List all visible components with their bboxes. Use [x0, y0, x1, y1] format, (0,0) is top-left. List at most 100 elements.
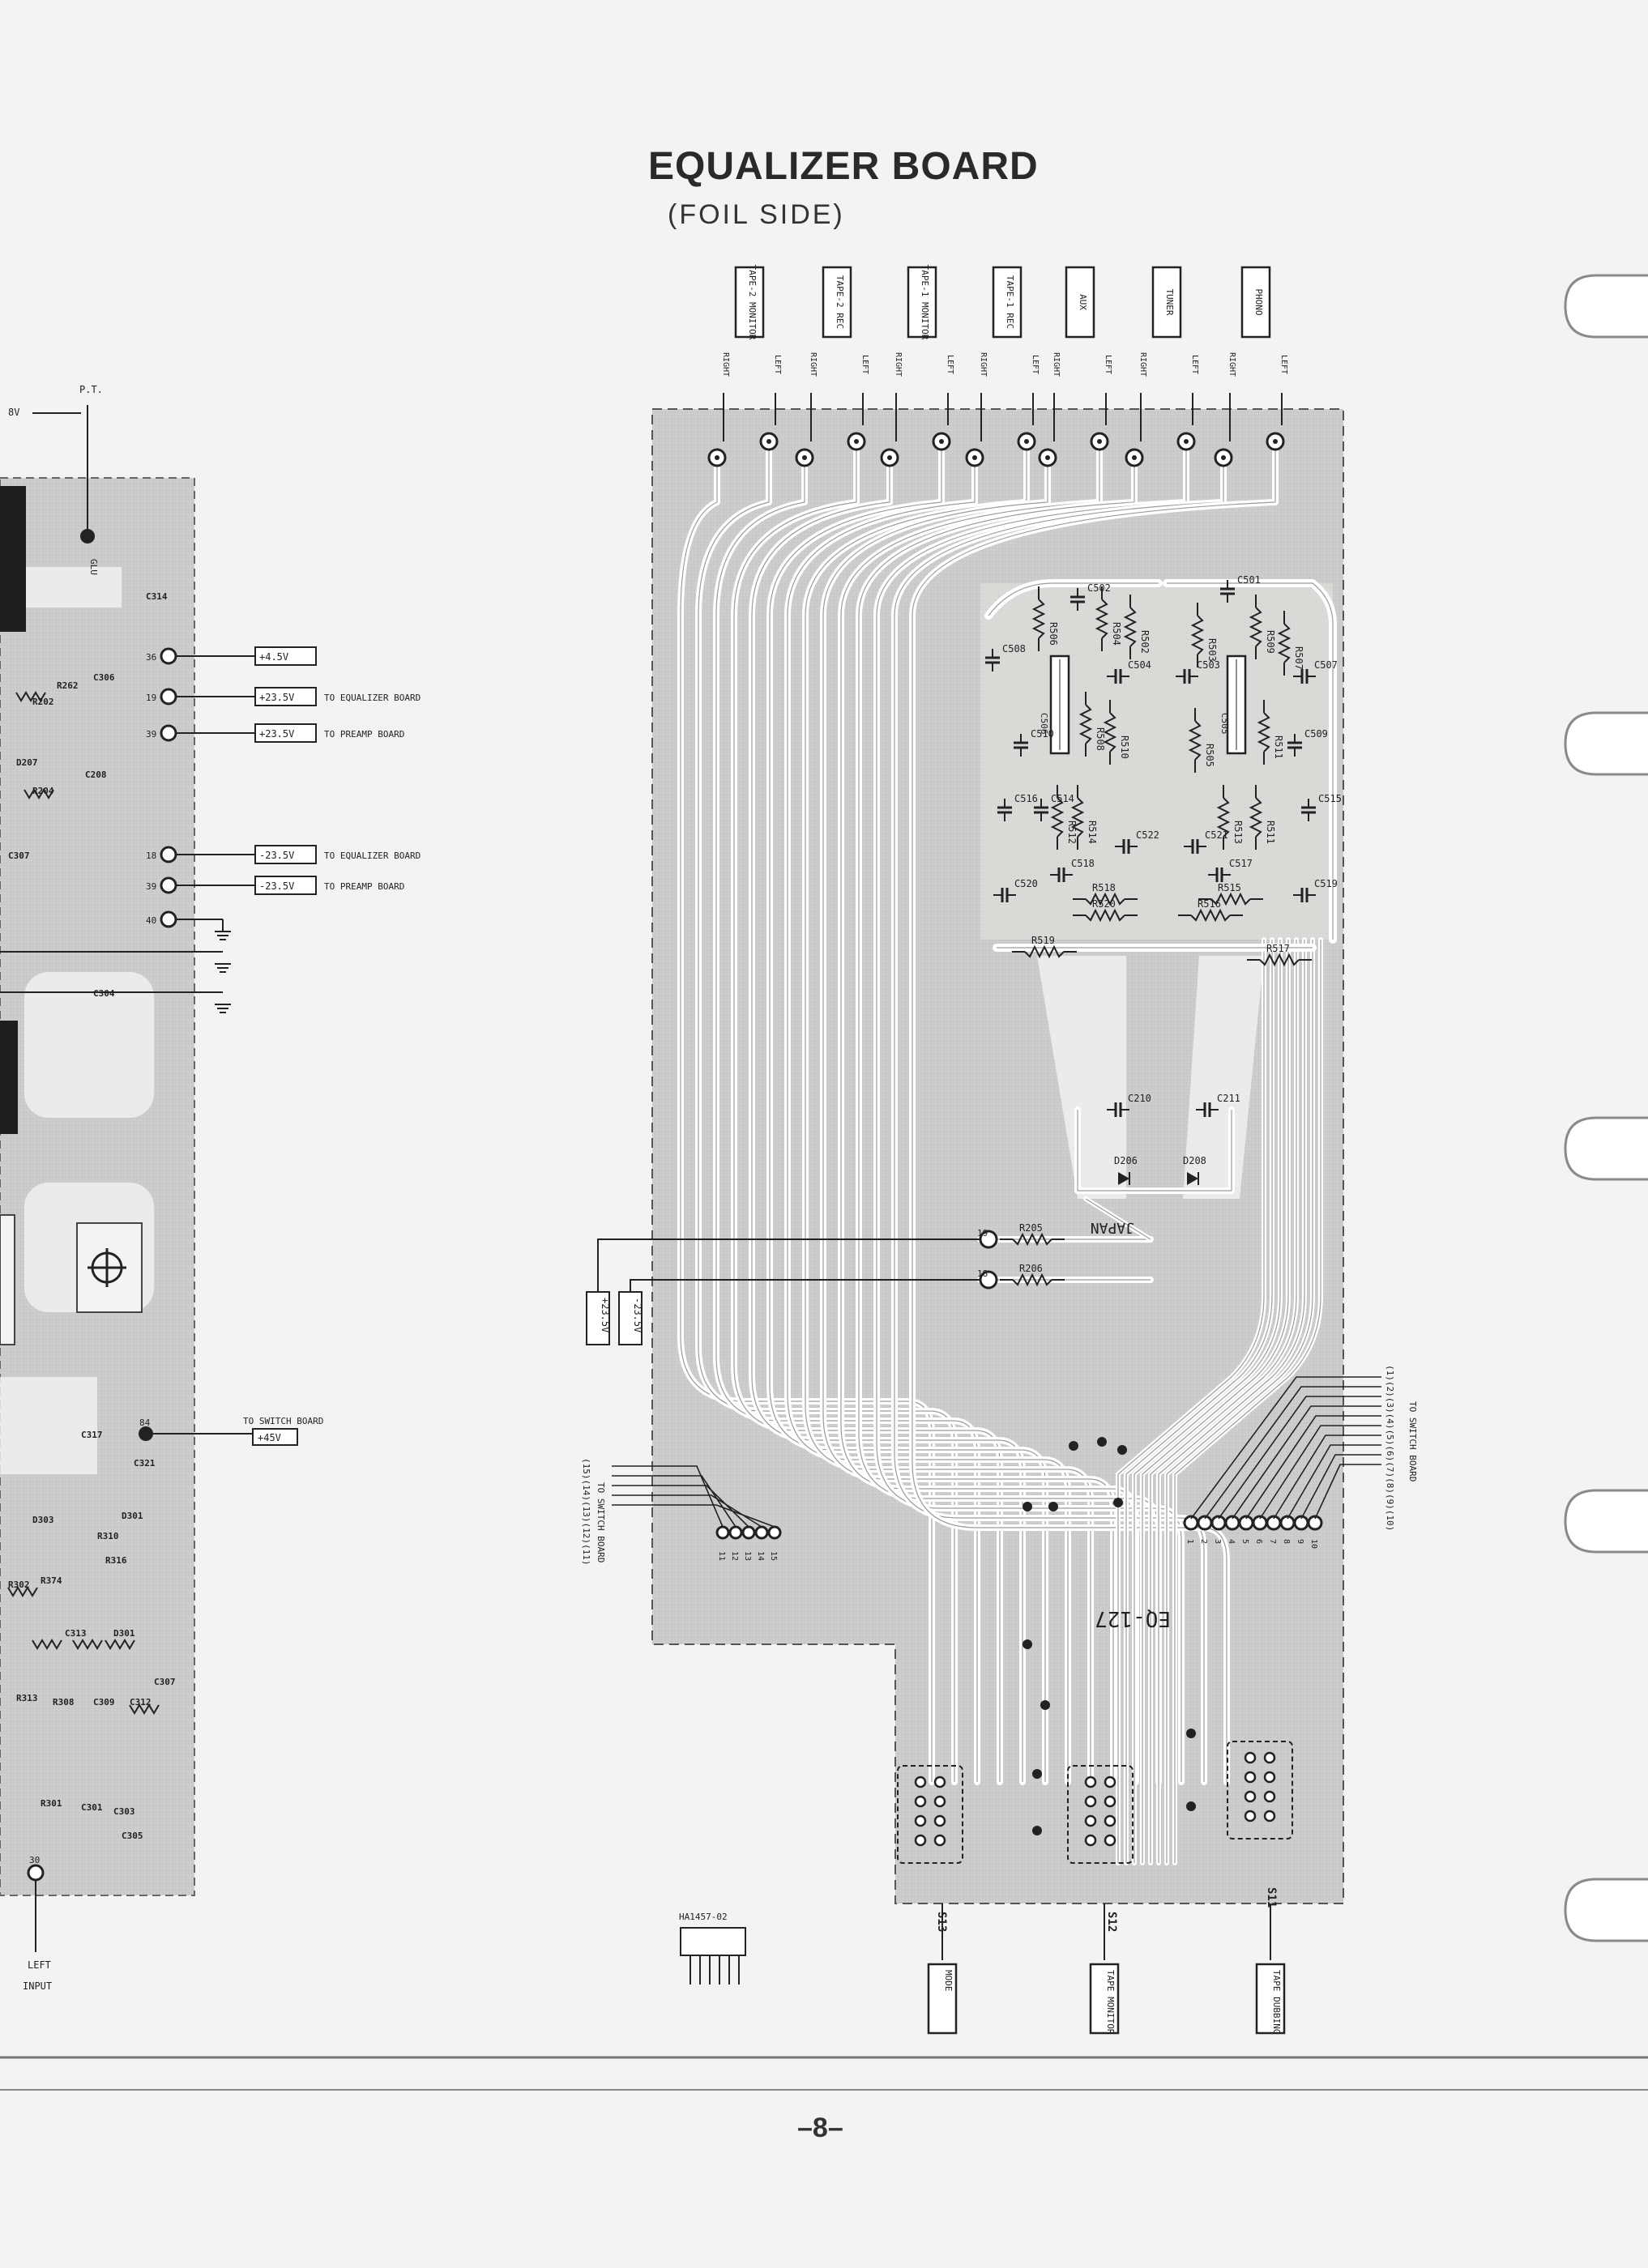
resistor-symbol: [1095, 599, 1109, 639]
resistor-symbol: [1070, 797, 1085, 838]
left-resistor-symbol: [23, 788, 54, 799]
left-part-label: C306: [93, 672, 115, 683]
binder-hole: [1564, 274, 1648, 339]
resistor-label: R516: [1198, 898, 1221, 910]
left-part-label: D303: [32, 1515, 54, 1525]
binder-holes: [1564, 274, 1648, 1942]
bottom-label-box: [1255, 1963, 1286, 2035]
left-supply-box: [254, 723, 317, 743]
left-pin-number: 39: [146, 729, 156, 740]
left-part-label: D301: [122, 1511, 143, 1521]
switch-board-label-right: TO SWITCH BOARD: [1407, 1401, 1418, 1481]
channel-label-left: LEFT: [1190, 355, 1199, 374]
ground-icon: [215, 931, 231, 940]
left-part-label: D301: [113, 1628, 135, 1639]
switch-board-wire: [612, 1504, 775, 1528]
resistor-symbol: [1078, 704, 1093, 744]
channel-label-right: RIGHT: [1227, 352, 1236, 377]
chip-body: [680, 1927, 746, 1956]
switch-board-pin-number: 10: [1309, 1539, 1318, 1549]
pad-hole: [1184, 439, 1189, 444]
channel-label-left: LEFT: [1031, 355, 1040, 374]
resistor-symbol: [1257, 712, 1271, 752]
left-pin-number: 19: [146, 693, 156, 703]
page-title: EQUALIZER BOARD: [648, 145, 1039, 188]
resistor-label: R517: [1266, 943, 1290, 954]
pad-hole: [1273, 439, 1278, 444]
resistor-label: R205: [1019, 1222, 1043, 1234]
left-part-label: R202: [32, 697, 54, 707]
switch-pin: [914, 1834, 927, 1847]
page-subtitle: (FOIL SIDE): [668, 199, 845, 230]
left-part-label: R204: [32, 786, 54, 796]
switch-pin: [1263, 1751, 1276, 1764]
pcb-trace-edge: [787, 458, 1069, 1782]
ground-icon: [215, 963, 231, 973]
switch-pin: [933, 1814, 946, 1827]
left-pin-number: 30: [29, 1855, 40, 1865]
left-board-connector: [0, 1214, 15, 1345]
diode-label: D208: [1183, 1155, 1206, 1166]
switch-board-pin-number: 13: [743, 1551, 752, 1561]
capacitor-label: C503: [1197, 659, 1220, 671]
left-switch-box: [252, 1428, 298, 1446]
switch-board-pad: [728, 1525, 743, 1540]
pcb-trace-edge: [680, 458, 933, 1782]
pcb-trace-edge: [1166, 940, 1313, 1863]
left-label: GLU: [88, 559, 99, 575]
resistor-label: R508: [1095, 727, 1106, 751]
channel-label-right: RIGHT: [1138, 352, 1147, 377]
switch-board-wire: [1204, 1386, 1381, 1520]
pad-hole: [972, 455, 977, 460]
binder-hole: [1564, 1116, 1648, 1181]
pcb-trace-edge: [733, 441, 1001, 1782]
left-supply-label: -23.5V: [259, 880, 294, 892]
left-part-label: C312: [130, 1697, 152, 1707]
pcb-trace-edge: [822, 458, 1114, 1782]
left-pad: [160, 876, 177, 894]
resistor-symbol: [1216, 797, 1231, 838]
left-destination-label: TO EQUALIZER BOARD: [324, 693, 421, 703]
left-board-dark-trace: [0, 1021, 18, 1134]
resistor-label: R507: [1293, 646, 1304, 670]
left-board-dark-trace: [0, 486, 26, 632]
pcb-trace-edge: [1134, 940, 1281, 1863]
left-resistor-symbol: [7, 1586, 38, 1597]
pcb-pads: [707, 432, 1323, 1835]
channel-label-right: RIGHT: [894, 352, 903, 377]
capacitor-label: C510: [1031, 728, 1054, 740]
left-part-label: D207: [16, 757, 38, 768]
resistor-label: R515: [1218, 882, 1241, 893]
switch-board-pin-number: 3: [1213, 1539, 1222, 1544]
left-part-label: C307: [8, 850, 30, 861]
left-part-label: R313: [16, 1693, 38, 1703]
resistor-symbol: [1012, 1273, 1052, 1287]
switch-pin: [1244, 1790, 1257, 1803]
left-top-input: 8V: [8, 407, 19, 418]
channel-label-right: RIGHT: [809, 352, 818, 377]
resistor-symbol: [1103, 712, 1117, 752]
left-part-label: R302: [8, 1580, 30, 1590]
channel-label-right: RIGHT: [721, 352, 730, 377]
resistor-label: R519: [1031, 935, 1055, 946]
pcb-trace-edge: [769, 441, 1046, 1782]
via-pad: [1032, 1826, 1042, 1835]
channel-label-right: RIGHT: [1052, 352, 1061, 377]
resistor-symbol: [1012, 1232, 1052, 1247]
connector-label: AUX: [1078, 294, 1088, 310]
pcb-trace-edge: [698, 441, 955, 1782]
switch-board-wire: [1259, 1425, 1381, 1520]
switch-board-pin-number: 12: [730, 1551, 739, 1561]
switch-board-pin-number: 11: [717, 1551, 726, 1561]
pad-hole: [1132, 455, 1137, 460]
capacitor-label: C508: [1002, 643, 1026, 654]
supply-label: -23.5V: [632, 1298, 643, 1332]
resistor-label: R513: [1232, 821, 1244, 844]
resistor-label: R520: [1092, 898, 1116, 910]
switch-pin: [933, 1776, 946, 1788]
channel-label-left: LEFT: [946, 355, 954, 374]
capacitor-label: C502: [1087, 582, 1111, 594]
capacitor-label: C518: [1071, 858, 1095, 869]
